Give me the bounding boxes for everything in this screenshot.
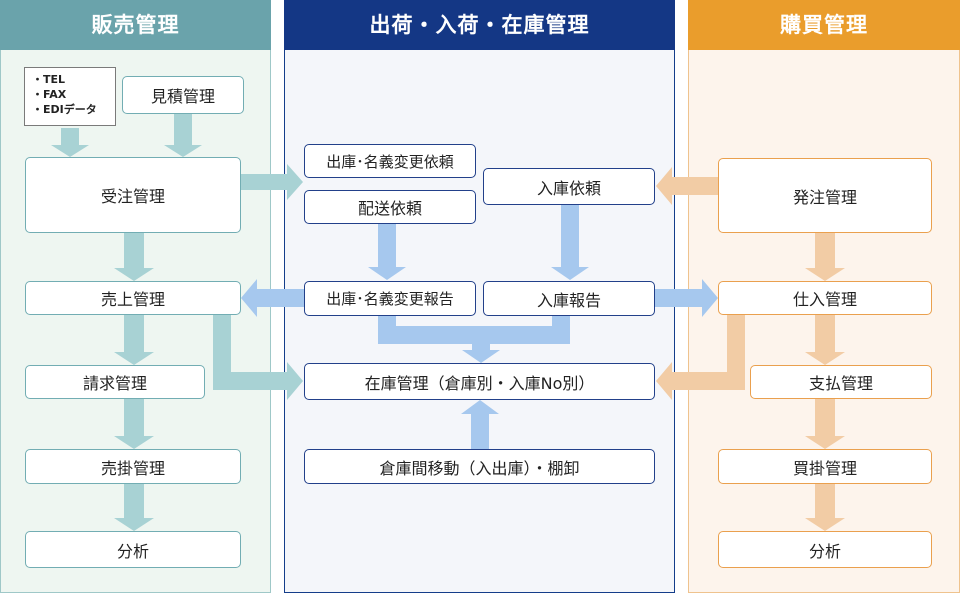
arrow-payment-to-payable (805, 399, 845, 449)
arrow-ship-report-to-sales (241, 279, 304, 317)
arrow-payable-to-analysis (805, 484, 845, 531)
ship-change-request-box[interactable]: 出庫･名義変更依頼 (304, 144, 476, 178)
delivery-request-box[interactable]: 配送依頼 (304, 190, 476, 224)
purchasing-box[interactable]: 仕入管理 (718, 281, 932, 315)
arrow-purchasing-to-inventory (656, 315, 745, 400)
arrow-purchasing-to-payment (805, 315, 845, 365)
billing-box[interactable]: 請求管理 (25, 365, 205, 399)
purchase-analysis-box[interactable]: 分析 (718, 531, 932, 568)
arrow-transfer-to-inventory (461, 400, 499, 449)
channel-tel: ・TEL (32, 73, 66, 86)
receivable-box[interactable]: 売掛管理 (25, 449, 241, 484)
arrow-sales-to-inventory (213, 315, 303, 400)
arrow-delivery-to-report (368, 224, 406, 280)
arrow-receive-report-to-purchasing (655, 279, 718, 317)
arrow-ordering-to-receive-request (656, 167, 718, 205)
arrow-channels-to-order (51, 128, 89, 157)
sales-box[interactable]: 売上管理 (25, 281, 241, 315)
arrow-sales-to-billing (114, 315, 154, 365)
arrow-order-to-requests (240, 164, 303, 200)
order-box[interactable]: 受注管理 (25, 157, 241, 233)
channel-edi: ・EDIデータ (32, 103, 97, 116)
arrow-estimate-to-order (164, 114, 202, 157)
purchase-header: 購買管理 (688, 0, 960, 50)
transfer-box[interactable]: 倉庫間移動（入出庫）・棚卸 (304, 449, 655, 484)
arrow-order-to-sales (114, 233, 154, 281)
receive-request-box[interactable]: 入庫依頼 (483, 168, 655, 205)
estimate-box[interactable]: 見積管理 (122, 76, 244, 114)
order-channels-note: ・TEL ・FAX ・EDIデータ (24, 67, 116, 126)
payment-box[interactable]: 支払管理 (750, 365, 932, 399)
receive-report-box[interactable]: 入庫報告 (483, 281, 655, 316)
arrow-billing-to-receivable (114, 399, 154, 449)
channel-fax: ・FAX (32, 88, 67, 101)
payable-box[interactable]: 買掛管理 (718, 449, 932, 484)
stock-header: 出荷・入荷・在庫管理 (284, 0, 675, 50)
sales-header: 販売管理 (0, 0, 271, 50)
arrow-receivable-to-analysis (114, 484, 154, 531)
arrow-reports-to-inventory (378, 316, 570, 363)
arrow-ordering-to-purchasing (805, 233, 845, 281)
inventory-box[interactable]: 在庫管理（倉庫別・入庫No別） (304, 363, 655, 400)
ship-change-report-box[interactable]: 出庫･名義変更報告 (304, 281, 476, 316)
sales-analysis-box[interactable]: 分析 (25, 531, 241, 568)
ordering-box[interactable]: 発注管理 (718, 158, 932, 233)
arrow-receive-request-to-report (551, 205, 589, 280)
